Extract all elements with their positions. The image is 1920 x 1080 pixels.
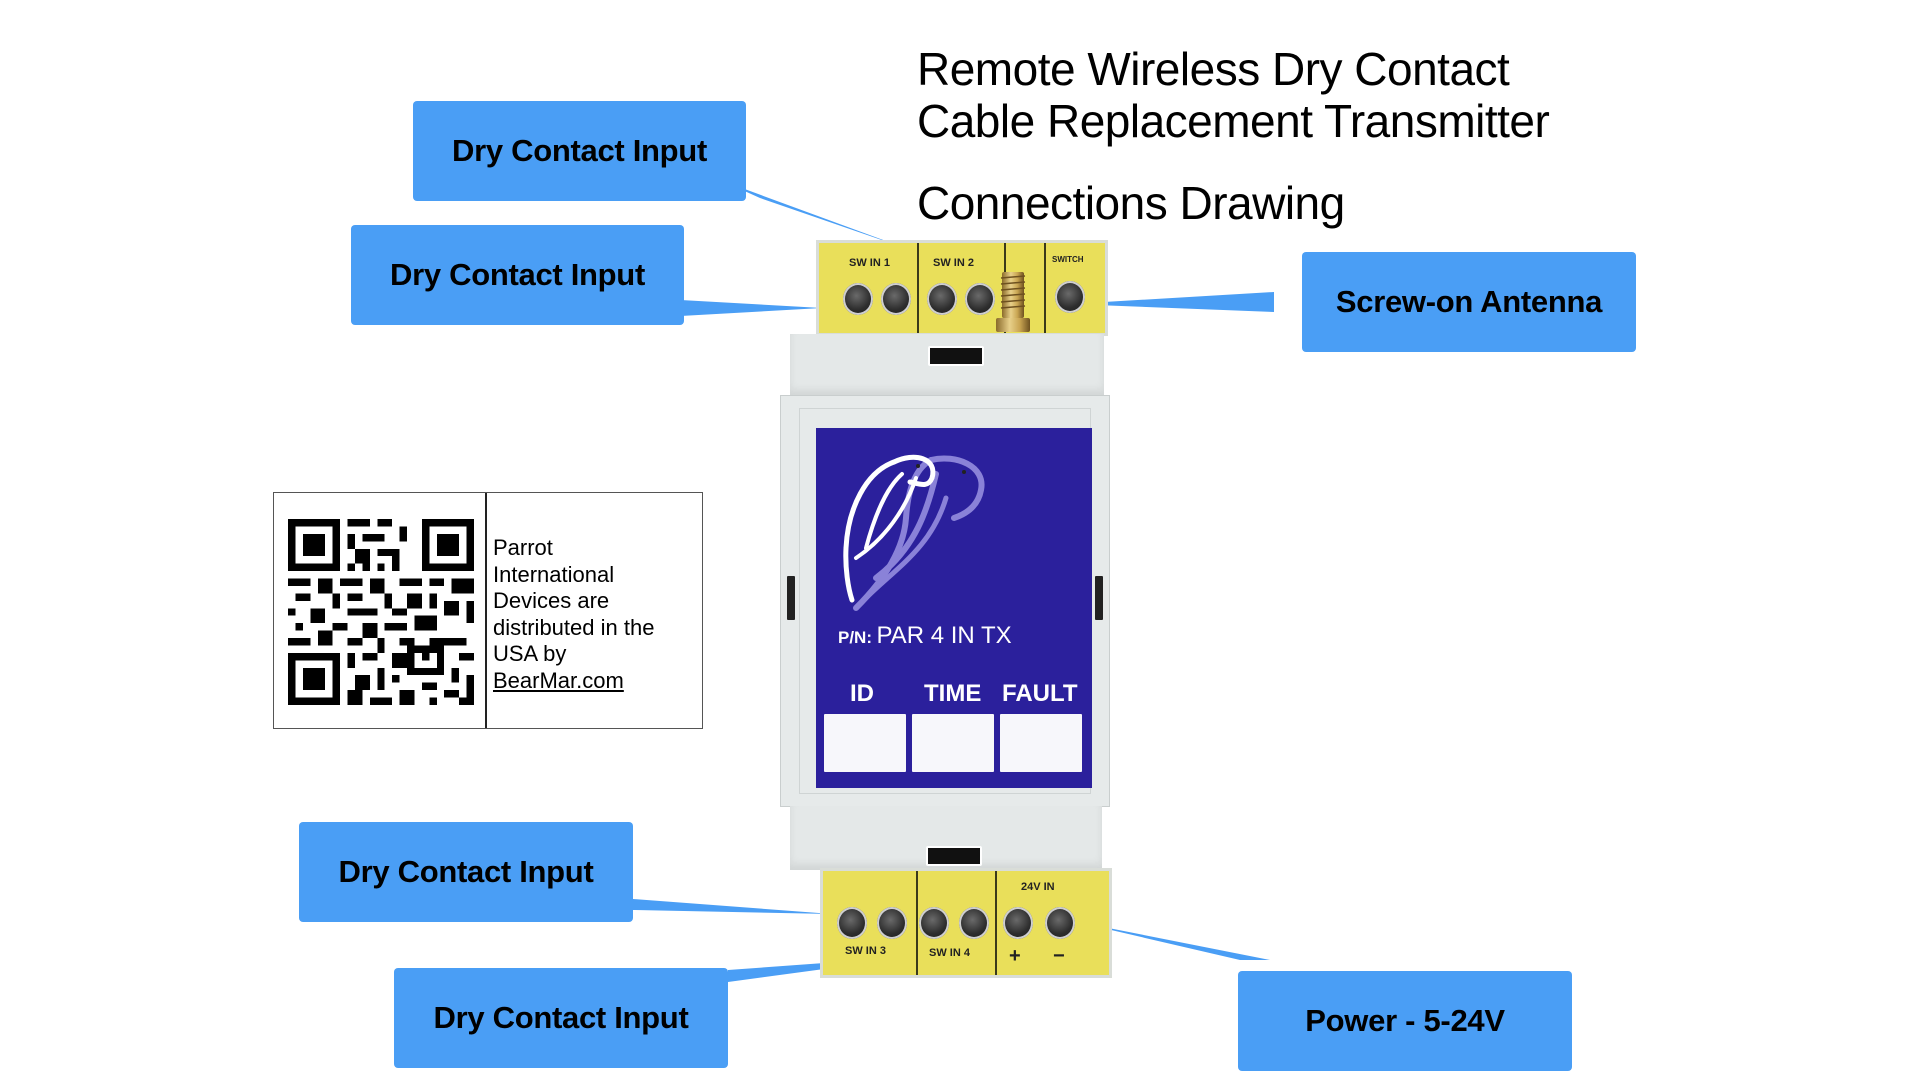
indicator-label-time: TIME — [924, 680, 982, 707]
side-clip-right — [1095, 576, 1103, 620]
top-terminal-block: SW IN 1 SW IN 2 SWITCH — [816, 240, 1108, 336]
screw-terminal-sw-in-4a[interactable] — [919, 907, 949, 939]
title-line-3: Connections Drawing — [917, 177, 1345, 229]
callout-sw-in-1: Dry Contact Input — [413, 101, 746, 201]
polarity-positive: + — [1009, 945, 1021, 967]
indicator-window-fault — [1000, 714, 1082, 772]
distributor-text-line: Devices are — [493, 588, 610, 613]
upper-housing — [790, 334, 1104, 396]
terminal-label-sw-in-4: SW IN 4 — [929, 947, 970, 959]
callout-sw-in-3: Dry Contact Input — [299, 822, 633, 922]
title-line-2: Cable Replacement Transmitter — [917, 95, 1550, 147]
screw-terminal-power-negative[interactable] — [1045, 907, 1075, 939]
screw-terminal-sw-in-3a[interactable] — [837, 907, 867, 939]
title-line-1: Remote Wireless Dry Contact — [917, 43, 1510, 95]
distributor-text-line: Parrot — [493, 535, 553, 560]
indicator-window-time — [912, 714, 994, 772]
terminal-divider — [1044, 243, 1046, 333]
indicator-label-id: ID — [850, 680, 874, 707]
lower-housing — [790, 806, 1102, 870]
terminal-label-24v-in: 24V IN — [1021, 881, 1055, 893]
qr-code-icon[interactable] — [288, 519, 474, 705]
indicator-label-fault: FAULT — [1002, 680, 1078, 707]
terminal-label-sw-in-2: SW IN 2 — [933, 257, 974, 269]
terminal-label-switch: SWITCH — [1052, 255, 1084, 264]
distributor-card: Parrot International Devices are distrib… — [273, 492, 703, 729]
terminal-divider — [917, 243, 919, 333]
distributor-text-line: USA by — [493, 641, 567, 666]
screw-terminal-sw-in-1a[interactable] — [843, 283, 873, 315]
callout-sw-in-4: Dry Contact Input — [394, 968, 728, 1068]
part-number: P/N: PAR 4 IN TX — [838, 622, 1012, 650]
leader-power — [1068, 920, 1270, 960]
din-release-slot-lower[interactable] — [926, 846, 982, 866]
card-divider — [485, 493, 487, 728]
terminal-divider — [916, 871, 918, 975]
distributor-text: Parrot International Devices are distrib… — [493, 535, 654, 694]
leader-antenna — [1070, 292, 1274, 312]
terminal-label-sw-in-3: SW IN 3 — [845, 945, 886, 957]
callout-sw-in-2: Dry Contact Input — [351, 225, 684, 325]
screw-terminal-switch[interactable] — [1055, 281, 1085, 313]
screw-terminal-sw-in-1b[interactable] — [881, 283, 911, 315]
bottom-terminal-block: 24V IN SW IN 3 SW IN 4 + − — [820, 868, 1112, 978]
callout-power: Power - 5-24V — [1238, 971, 1572, 1071]
sma-antenna-connector-icon — [996, 272, 1030, 332]
distributor-text-line: distributed in the — [493, 614, 655, 640]
leader-sw-in-1 — [720, 180, 905, 248]
callout-antenna: Screw-on Antenna — [1302, 252, 1636, 352]
part-number-prefix: P/N: — [838, 628, 872, 647]
din-release-slot[interactable] — [928, 346, 984, 366]
screw-terminal-sw-in-4b[interactable] — [959, 907, 989, 939]
part-number-value: PAR 4 IN TX — [876, 622, 1012, 649]
screw-terminal-sw-in-2a[interactable] — [927, 283, 957, 315]
terminal-divider — [995, 871, 997, 975]
terminal-label-sw-in-1: SW IN 1 — [849, 257, 890, 269]
distributor-link[interactable]: BearMar.com — [493, 667, 624, 693]
screw-terminal-sw-in-2b[interactable] — [965, 283, 995, 315]
indicator-window-id — [824, 714, 906, 772]
parrot-logo-icon — [843, 454, 985, 611]
screw-terminal-sw-in-3b[interactable] — [877, 907, 907, 939]
screw-terminal-power-positive[interactable] — [1003, 907, 1033, 939]
leader-sw-in-3 — [633, 899, 832, 914]
side-clip-left — [787, 576, 795, 620]
leader-sw-in-2 — [645, 298, 822, 318]
front-label-panel: P/N: PAR 4 IN TX ID TIME FAULT — [816, 428, 1092, 788]
distributor-text-line: International — [493, 561, 615, 587]
polarity-negative: − — [1053, 945, 1065, 967]
